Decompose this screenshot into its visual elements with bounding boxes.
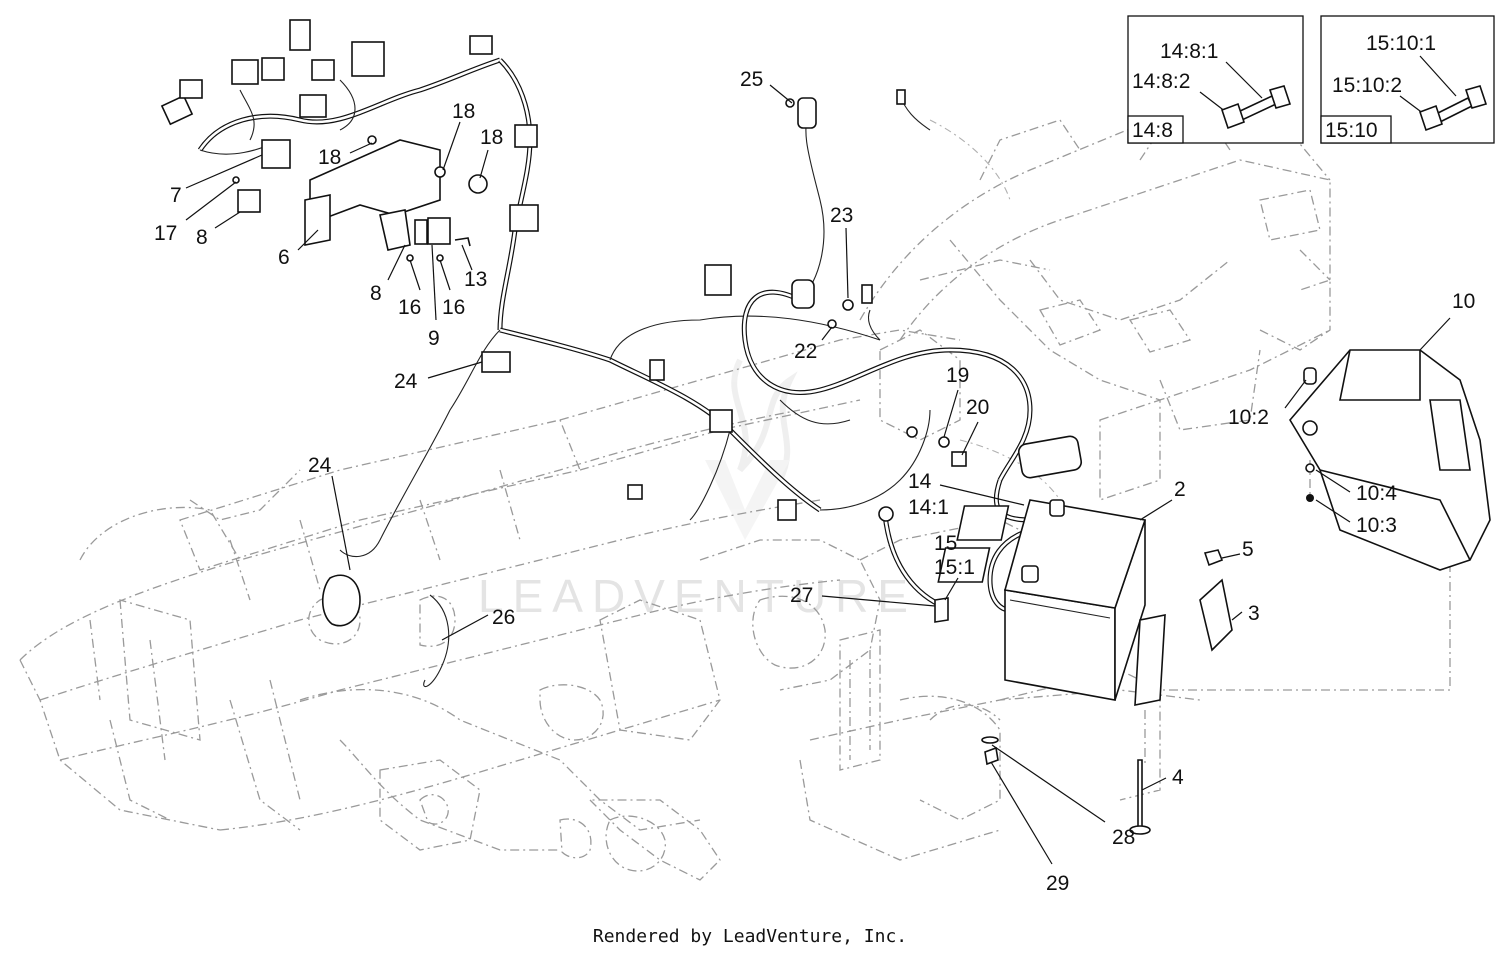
callout-10: 10 (1452, 290, 1475, 313)
relay-bracket (232, 135, 488, 262)
callout-28: 28 (1112, 826, 1135, 849)
callout-17: 17 (154, 222, 177, 245)
callout-23: 23 (830, 204, 853, 227)
inset-15-10-part-2: 15:10:2 (1332, 74, 1402, 97)
battery (937, 499, 1147, 701)
inset-14-8-part-1: 14:8:1 (1160, 40, 1218, 63)
inset-14-8: 14:8 14:8:1 14:8:2 (1127, 15, 1304, 144)
callout-26: 26 (492, 606, 515, 629)
watermark: LEADVENTURE (478, 570, 917, 622)
callout-9: 9 (428, 327, 440, 350)
inset-14-8-part-2: 14:8:2 (1132, 70, 1190, 93)
bolt-icon (1418, 85, 1488, 132)
callout-10-4: 10:4 (1356, 482, 1397, 505)
callout-27: 27 (790, 584, 813, 607)
callout-5: 5 (1242, 538, 1254, 561)
callout-24: 24 (308, 454, 332, 477)
callout-8: 8 (196, 226, 208, 249)
callout-labels: 25 18 18 18 7 17 8 6 8 16 16 9 13 24 23 … (154, 68, 1475, 895)
callout-24: 24 (394, 370, 418, 393)
inset-15-10-part-1: 15:10:1 (1366, 32, 1436, 55)
callout-22: 22 (794, 340, 817, 363)
callout-13: 13 (464, 268, 487, 291)
callout-18: 18 (480, 126, 503, 149)
watermark-logo-icon (705, 358, 798, 540)
callout-18: 18 (452, 100, 475, 123)
battery-cover (1289, 349, 1491, 571)
callout-4: 4 (1172, 766, 1184, 789)
callout-25: 25 (740, 68, 763, 91)
wiring-harness (160, 19, 931, 558)
callout-15: 15 (934, 532, 957, 555)
battery-cables (741, 89, 1083, 613)
inset-14-8-label: 14:8 (1132, 119, 1173, 142)
callout-10-3: 10:3 (1356, 514, 1397, 537)
hold-down-hardware (321, 549, 1233, 835)
callout-7: 7 (170, 184, 182, 207)
callout-14: 14 (908, 470, 932, 493)
callout-15-1: 15:1 (934, 556, 975, 579)
inset-15-10-label: 15:10 (1325, 119, 1378, 142)
bolt-icon (1220, 85, 1292, 130)
callout-14-1: 14:1 (908, 496, 949, 519)
callout-29: 29 (1046, 872, 1069, 895)
inset-15-10: 15:10 15:10:1 15:10:2 (1320, 15, 1495, 144)
callout-6: 6 (278, 246, 290, 269)
callout-16: 16 (442, 296, 465, 319)
callout-8: 8 (370, 282, 382, 305)
callout-20: 20 (966, 396, 989, 419)
callout-18: 18 (318, 146, 341, 169)
callout-leaders (185, 84, 1451, 865)
callout-16: 16 (398, 296, 421, 319)
callout-3: 3 (1248, 602, 1260, 625)
callout-19: 19 (946, 364, 969, 387)
callout-2: 2 (1174, 478, 1186, 501)
footer-credit: Rendered by LeadVenture, Inc. (592, 926, 908, 947)
callout-10-2: 10:2 (1228, 406, 1269, 429)
